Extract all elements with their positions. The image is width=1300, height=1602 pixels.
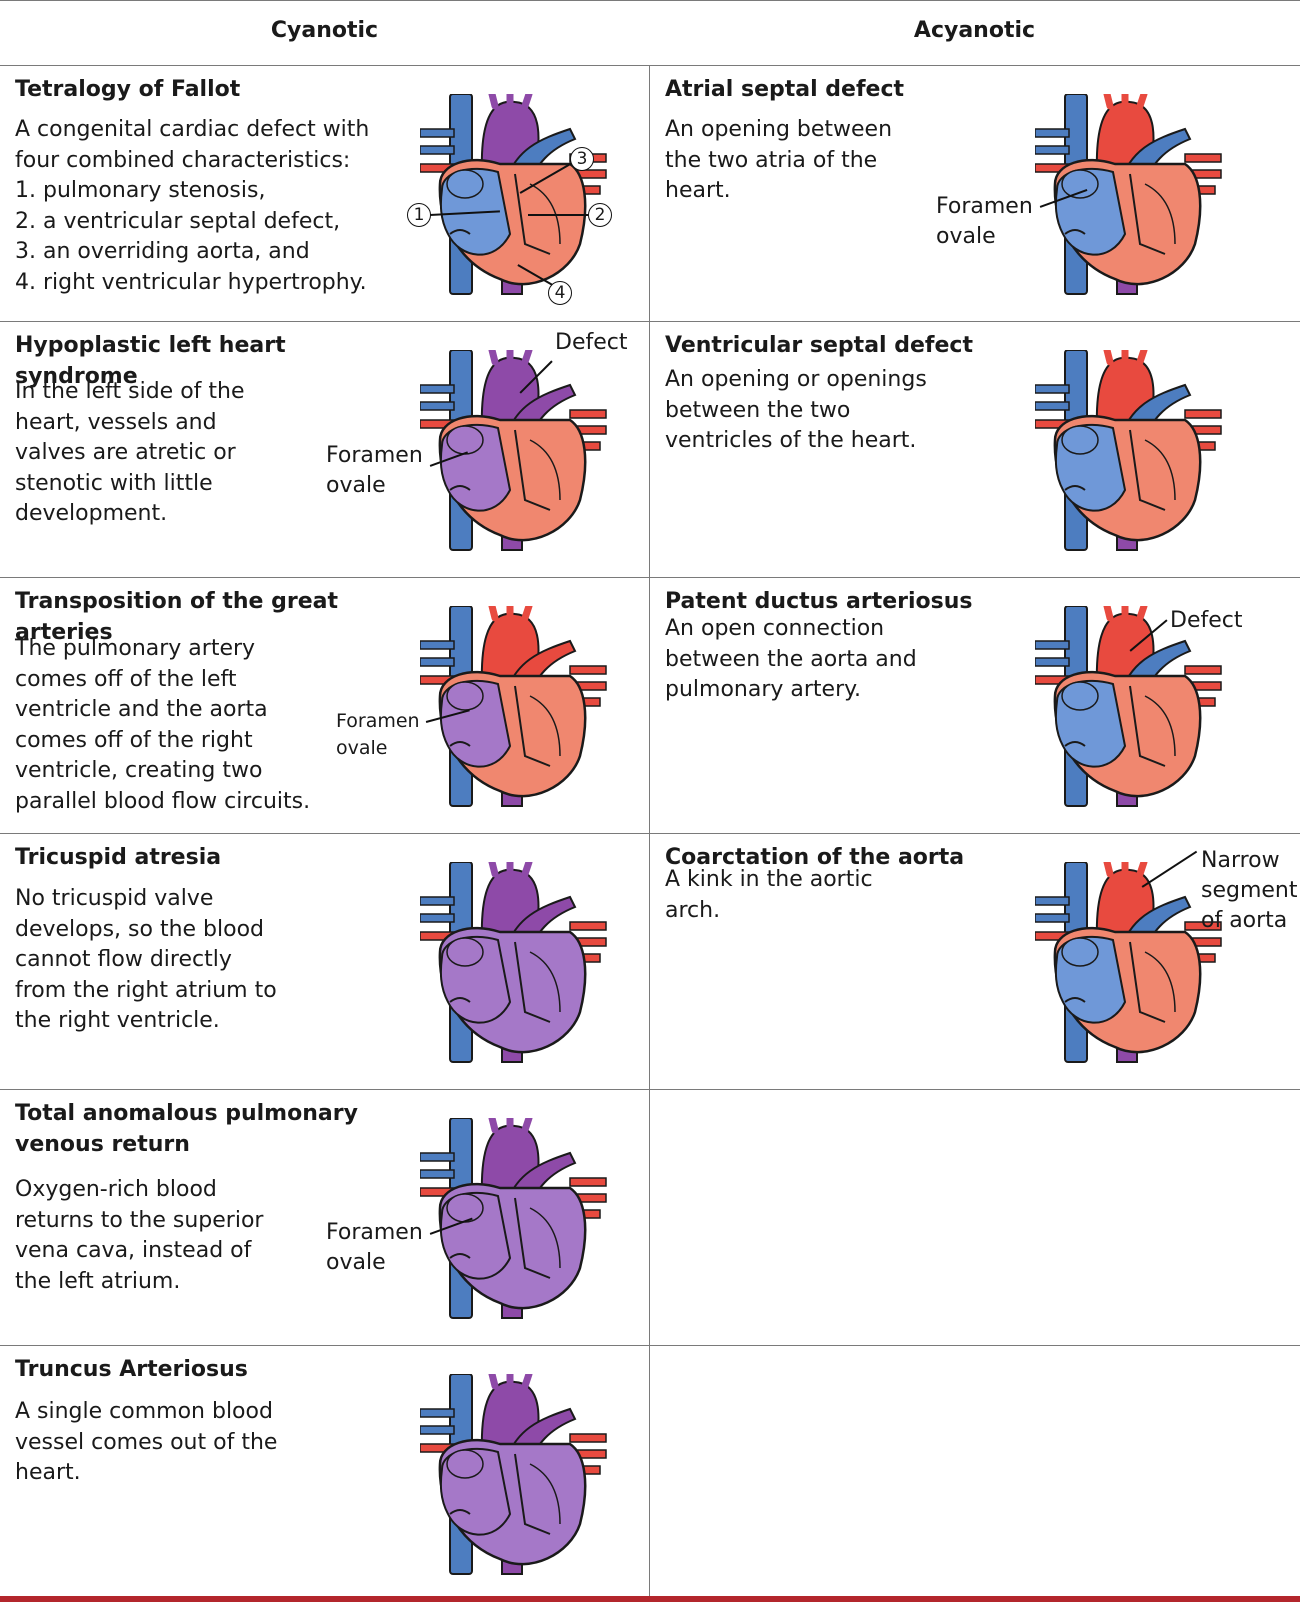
heart-illustration [1034, 342, 1225, 565]
callout-foramen-ovale: Foramen ovale [336, 710, 420, 759]
divider [0, 577, 1300, 578]
cell-coarctation-of-aorta: Coarctation of the aorta A kink in the a… [650, 834, 1299, 1089]
divider [0, 1345, 1300, 1346]
bottom-rule [0, 1596, 1300, 1602]
heart-illustration [419, 1366, 610, 1589]
defect-description: A kink in the aortic arch. [665, 867, 873, 923]
defect-description: A congenital cardiac defect with four co… [15, 117, 370, 295]
defect-description: No tricuspid valve develops, so the bloo… [15, 886, 277, 1033]
defect-title: Coarctation of the aorta [665, 845, 965, 870]
column-header-cyanotic: Cyanotic [270, 18, 379, 43]
defect-title: Patent ductus arteriosus [665, 589, 973, 614]
cell-ventricular-septal-defect: Ventricular septal defect An opening or … [650, 322, 1299, 577]
heart-illustration [1034, 86, 1225, 309]
defect-description: An opening or openings between the two v… [665, 367, 927, 453]
marker-3: 3 [570, 147, 594, 171]
defect-title: Hypoplastic left heart syndrome [15, 333, 286, 389]
heart-illustration [419, 598, 610, 821]
callout-foramen-ovale: Foramen ovale [936, 194, 1033, 249]
cell-transposition-great-arteries: Transposition of the great arteries The … [0, 578, 649, 833]
cell-truncus-arteriosus: Truncus Arteriosus A single common blood… [0, 1346, 649, 1596]
heart-illustration [419, 86, 610, 309]
defect-title: Atrial septal defect [665, 77, 905, 102]
column-divider [649, 66, 650, 1596]
defect-description: An open connection between the aorta and… [665, 616, 917, 702]
callout-defect: Defect [555, 330, 628, 355]
defect-title: Truncus Arteriosus [15, 1357, 248, 1382]
defect-title: Transposition of the great arteries [15, 589, 339, 645]
cell-tapvr: Total anomalous pulmonary venous return … [0, 1090, 649, 1345]
marker-2: 2 [588, 203, 612, 227]
divider [0, 321, 1300, 322]
heart-illustration [419, 342, 610, 565]
defect-description: An opening between the two atria of the … [665, 117, 893, 203]
heart-illustration [419, 854, 610, 1077]
divider [0, 0, 1300, 1]
cell-empty [650, 1346, 1299, 1596]
callout-foramen-ovale: Foramen ovale [326, 1220, 423, 1275]
defect-title: Total anomalous pulmonary venous return [15, 1101, 358, 1157]
defect-description: Oxygen-rich blood returns to the superio… [15, 1177, 264, 1294]
defect-title: Ventricular septal defect [665, 333, 973, 358]
callout-defect: Defect [1170, 608, 1243, 633]
heart-illustration [1034, 598, 1225, 821]
divider [0, 833, 1300, 834]
marker-leader [528, 214, 588, 216]
divider [0, 1089, 1300, 1090]
marker-1: 1 [407, 203, 431, 227]
defect-description: A single common blood vessel comes out o… [15, 1399, 278, 1485]
cell-empty [650, 1090, 1299, 1345]
cell-tricuspid-atresia: Tricuspid atresia No tricuspid valve dev… [0, 834, 649, 1089]
cell-tetralogy-of-fallot: Tetralogy of Fallot A congenital cardiac… [0, 66, 649, 321]
defect-description: The pulmonary artery comes off of the le… [15, 636, 311, 814]
column-header-acyanotic: Acyanotic [913, 18, 1036, 43]
defect-description: In the left side of the heart, vessels a… [15, 379, 245, 526]
defect-title: Tricuspid atresia [15, 845, 222, 870]
defect-title: Tetralogy of Fallot [15, 77, 241, 102]
heart-illustration [1034, 854, 1225, 1077]
callout-foramen-ovale: Foramen ovale [326, 443, 423, 498]
marker-4: 4 [548, 281, 572, 305]
cell-hypoplastic-left-heart: Hypoplastic left heart syndrome In the l… [0, 322, 649, 577]
callout-narrow-segment: Narrow segment of aorta [1201, 848, 1298, 933]
cell-atrial-septal-defect: Atrial septal defect An opening between … [650, 66, 1299, 321]
cell-patent-ductus-arteriosus: Patent ductus arteriosus An open connect… [650, 578, 1299, 833]
heart-illustration [419, 1110, 610, 1333]
divider [0, 65, 1300, 66]
